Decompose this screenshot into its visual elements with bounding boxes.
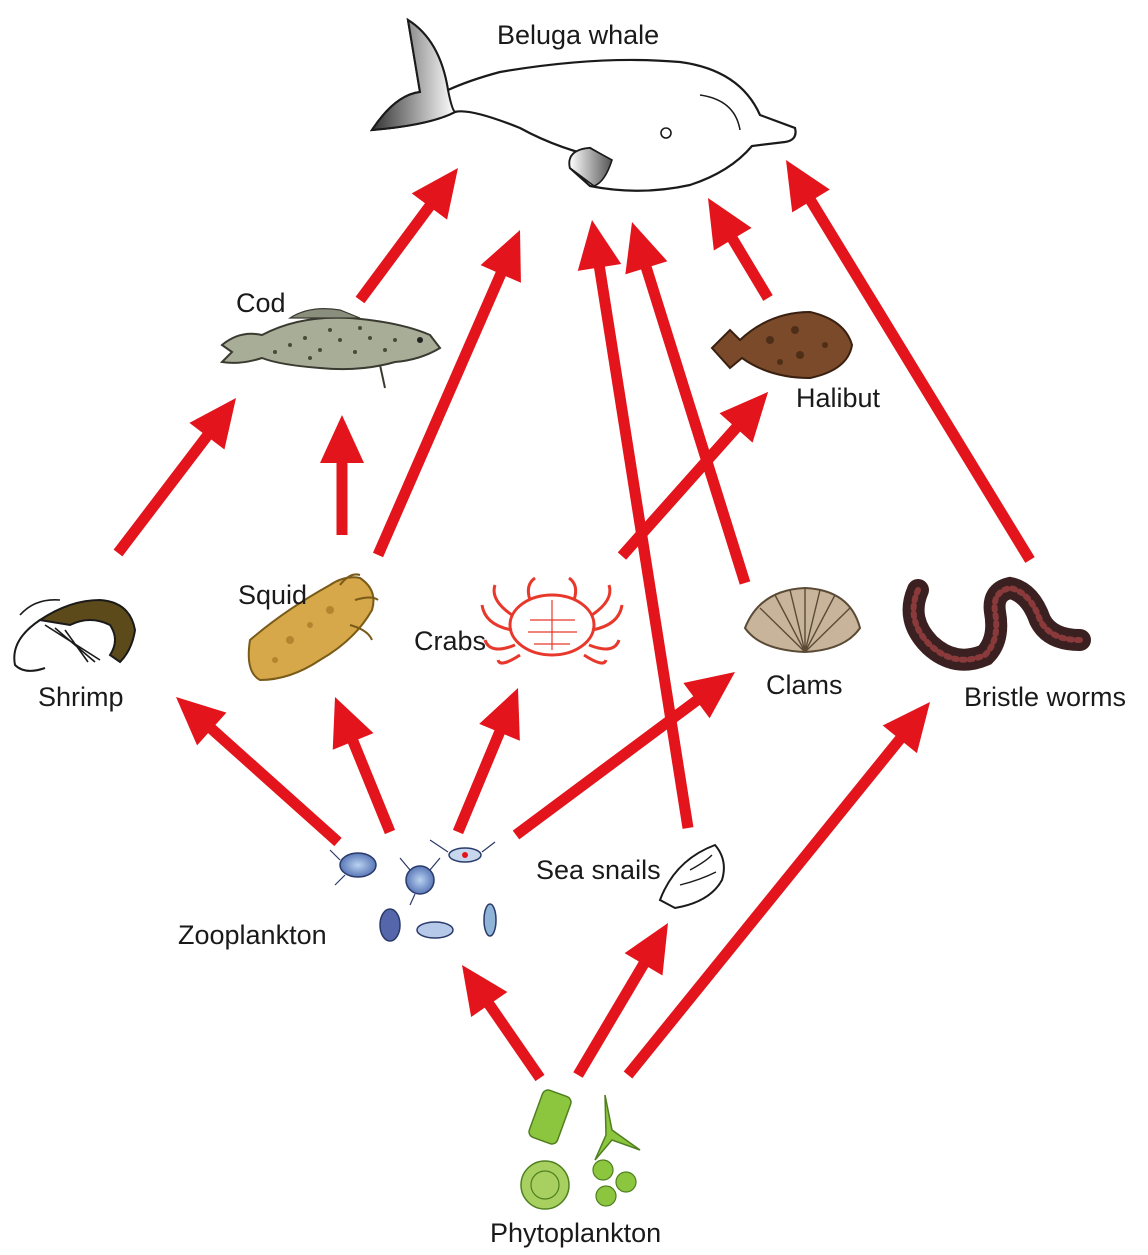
zooplankton-icon bbox=[330, 840, 496, 941]
arrow-head bbox=[625, 222, 667, 274]
sea-snail-icon bbox=[660, 845, 724, 908]
arrow-head bbox=[320, 415, 364, 463]
clam-shell-icon bbox=[745, 588, 860, 652]
arrow-zooplankton-to-squid bbox=[333, 697, 390, 832]
arrow-shaft bbox=[458, 729, 501, 832]
shrimp-icon bbox=[14, 600, 135, 671]
arrow-shaft bbox=[352, 738, 390, 832]
arrow-zooplankton-to-clams bbox=[516, 672, 735, 835]
label-cod: Cod bbox=[236, 290, 286, 317]
phytoplankton-icon bbox=[521, 1088, 640, 1209]
arrow-shaft bbox=[118, 433, 209, 553]
label-clams: Clams bbox=[766, 672, 843, 699]
arrow-sea-snails-to-beluga-whale bbox=[578, 220, 688, 828]
arrow-halibut-to-beluga-whale bbox=[708, 198, 768, 298]
arrow-shaft bbox=[645, 264, 745, 583]
arrow-squid-to-cod bbox=[320, 415, 364, 535]
arrow-shaft bbox=[209, 726, 338, 842]
arrow-shrimp-to-cod bbox=[118, 398, 236, 553]
crab-icon bbox=[482, 578, 622, 663]
arrow-head bbox=[578, 220, 621, 271]
label-zooplankton: Zooplankton bbox=[178, 922, 327, 949]
cod-fish-icon bbox=[222, 309, 440, 388]
label-halibut: Halibut bbox=[796, 385, 880, 412]
arrow-head bbox=[462, 965, 507, 1017]
arrow-zooplankton-to-crabs bbox=[458, 688, 520, 832]
arrow-shaft bbox=[731, 236, 768, 298]
arrow-cod-to-beluga-whale bbox=[360, 168, 458, 300]
label-crabs: Crabs bbox=[414, 628, 486, 655]
bristle-worm-icon bbox=[914, 588, 1080, 660]
label-squid: Squid bbox=[238, 582, 307, 609]
arrow-shaft bbox=[378, 270, 502, 555]
label-phytoplankton: Phytoplankton bbox=[490, 1220, 661, 1247]
label-sea-snails: Sea snails bbox=[536, 857, 661, 884]
label-bristle-worms: Bristle worms bbox=[964, 684, 1126, 711]
arrow-phytoplankton-to-sea-snails bbox=[578, 923, 668, 1075]
arrow-squid-to-beluga-whale bbox=[378, 230, 521, 555]
arrow-shaft bbox=[360, 203, 432, 300]
label-beluga-whale: Beluga whale bbox=[497, 22, 659, 49]
halibut-fish-icon bbox=[712, 312, 852, 378]
label-shrimp: Shrimp bbox=[38, 684, 124, 711]
arrow-zooplankton-to-shrimp bbox=[176, 697, 338, 842]
arrow-phytoplankton-to-zooplankton bbox=[462, 965, 540, 1078]
arrow-shaft bbox=[487, 1001, 540, 1078]
arrow-shaft bbox=[809, 198, 1030, 560]
